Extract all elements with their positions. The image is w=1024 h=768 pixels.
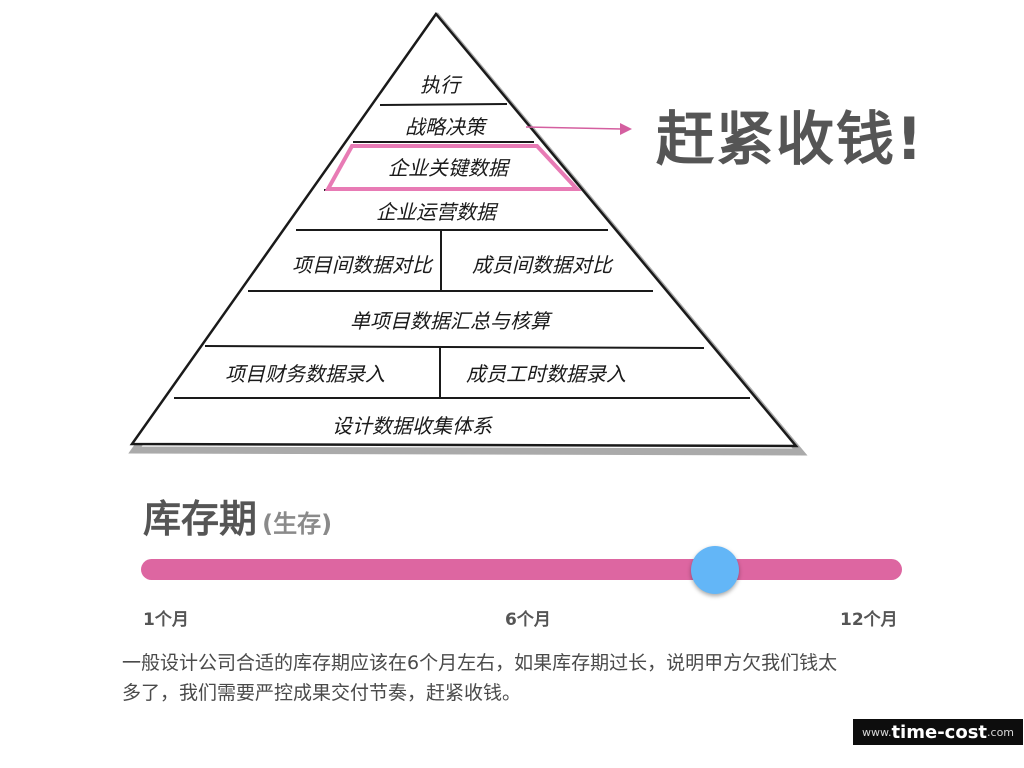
headline: 赶紧收钱! (656, 105, 925, 173)
brand-logo: www. time-cost .com (853, 719, 1023, 745)
divider-1 (379, 103, 508, 106)
pyramid-diagram: 执行 战略决策 企业关键数据 企业运营数据 项目间数据对比 成员间数据对比 单项… (128, 11, 808, 456)
divider-6 (204, 345, 705, 349)
arrow-line (525, 126, 623, 130)
tick-label-start: 1个月 (143, 610, 189, 630)
level-label: 战略决策 (405, 115, 488, 139)
level-label: 企业关键数据 (388, 156, 511, 180)
period-title-sub: (生存) (262, 510, 333, 538)
description-text: 一般设计公司合适的库存期应该在6个月左右，如果库存期过长，说明甲方欠我们钱太多了… (122, 652, 838, 704)
logo-suffix: .com (987, 725, 1015, 739)
slider-knob[interactable] (691, 546, 740, 594)
tick-label-mid: 6个月 (505, 610, 551, 630)
highlight-box (324, 144, 582, 191)
level-label: 成员间数据对比 (472, 253, 614, 277)
logo-prefix: www. (861, 725, 892, 739)
slider-track[interactable] (141, 559, 902, 580)
level-label: 项目财务数据录入 (225, 362, 385, 386)
period-title: 库存期 (生存) (143, 488, 332, 543)
level-label: 执行 (420, 73, 463, 97)
arrow-head (620, 123, 632, 135)
level-label: 设计数据收集体系 (332, 414, 493, 438)
period-title-main: 库存期 (143, 497, 258, 541)
level-label: 项目间数据对比 (292, 253, 434, 277)
logo-name: time-cost (891, 721, 988, 743)
level-label: 单项目数据汇总与核算 (350, 309, 553, 333)
level-label: 企业运营数据 (376, 200, 499, 224)
tick-label-end: 12个月 (840, 610, 898, 630)
level-label: 成员工时数据录入 (466, 362, 626, 386)
